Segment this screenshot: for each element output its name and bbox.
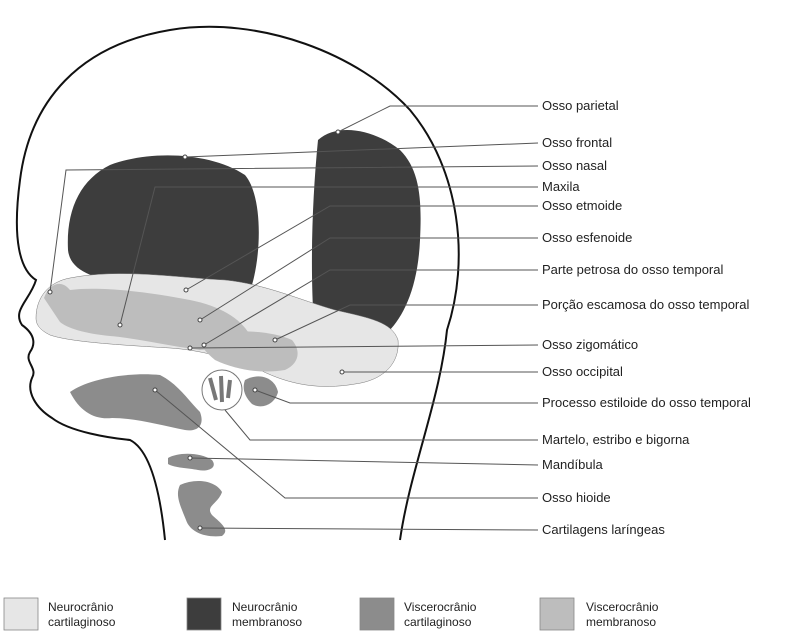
label-osso-etmoide: Osso etmoide bbox=[542, 198, 622, 213]
legend-swatch-3 bbox=[360, 598, 394, 630]
label-porcao-escamosa: Porção escamosa do osso temporal bbox=[542, 297, 749, 312]
label-osso-esfenoide: Osso esfenoide bbox=[542, 230, 632, 245]
legend-swatch-2 bbox=[187, 598, 221, 630]
legend-label-4-line2: membranoso bbox=[586, 615, 656, 629]
label-parte-petrosa: Parte petrosa do osso temporal bbox=[542, 262, 723, 277]
label-processo-estiloide: Processo estiloide do osso temporal bbox=[542, 395, 751, 410]
legend-label-2-line1: Neurocrânio bbox=[232, 600, 298, 614]
legend-label-1-line2: cartilaginoso bbox=[48, 615, 116, 629]
legend-label-1-line1: Neurocrânio bbox=[48, 600, 114, 614]
label-osso-parietal: Osso parietal bbox=[542, 98, 619, 113]
label-ossiculos: Martelo, estribo e bigorna bbox=[542, 432, 690, 447]
label-cartilagens-laringeas: Cartilagens laríngeas bbox=[542, 522, 665, 537]
label-maxila: Maxila bbox=[542, 179, 580, 194]
label-mandibula: Mandíbula bbox=[542, 457, 603, 472]
zygomatic-region bbox=[200, 331, 298, 371]
label-osso-hioide: Osso hioide bbox=[542, 490, 611, 505]
legend-swatch-1 bbox=[4, 598, 38, 630]
legend-label-3-line1: Viscerocrânio bbox=[404, 600, 477, 614]
label-osso-occipital: Osso occipital bbox=[542, 364, 623, 379]
legend: Neurocrânio cartilaginoso Neurocrânio me… bbox=[4, 598, 659, 630]
mandible-cartilage bbox=[70, 374, 202, 430]
label-osso-nasal: Osso nasal bbox=[542, 158, 607, 173]
frontal-bone bbox=[68, 155, 259, 289]
label-osso-zigomatico: Osso zigomático bbox=[542, 337, 638, 352]
legend-label-2-line2: membranoso bbox=[232, 615, 302, 629]
legend-swatch-4 bbox=[540, 598, 574, 630]
stapes-region bbox=[244, 376, 278, 406]
legend-label-3-line2: cartilaginoso bbox=[404, 615, 472, 629]
legend-label-4-line1: Viscerocrânio bbox=[586, 600, 659, 614]
label-osso-frontal: Osso frontal bbox=[542, 135, 612, 150]
